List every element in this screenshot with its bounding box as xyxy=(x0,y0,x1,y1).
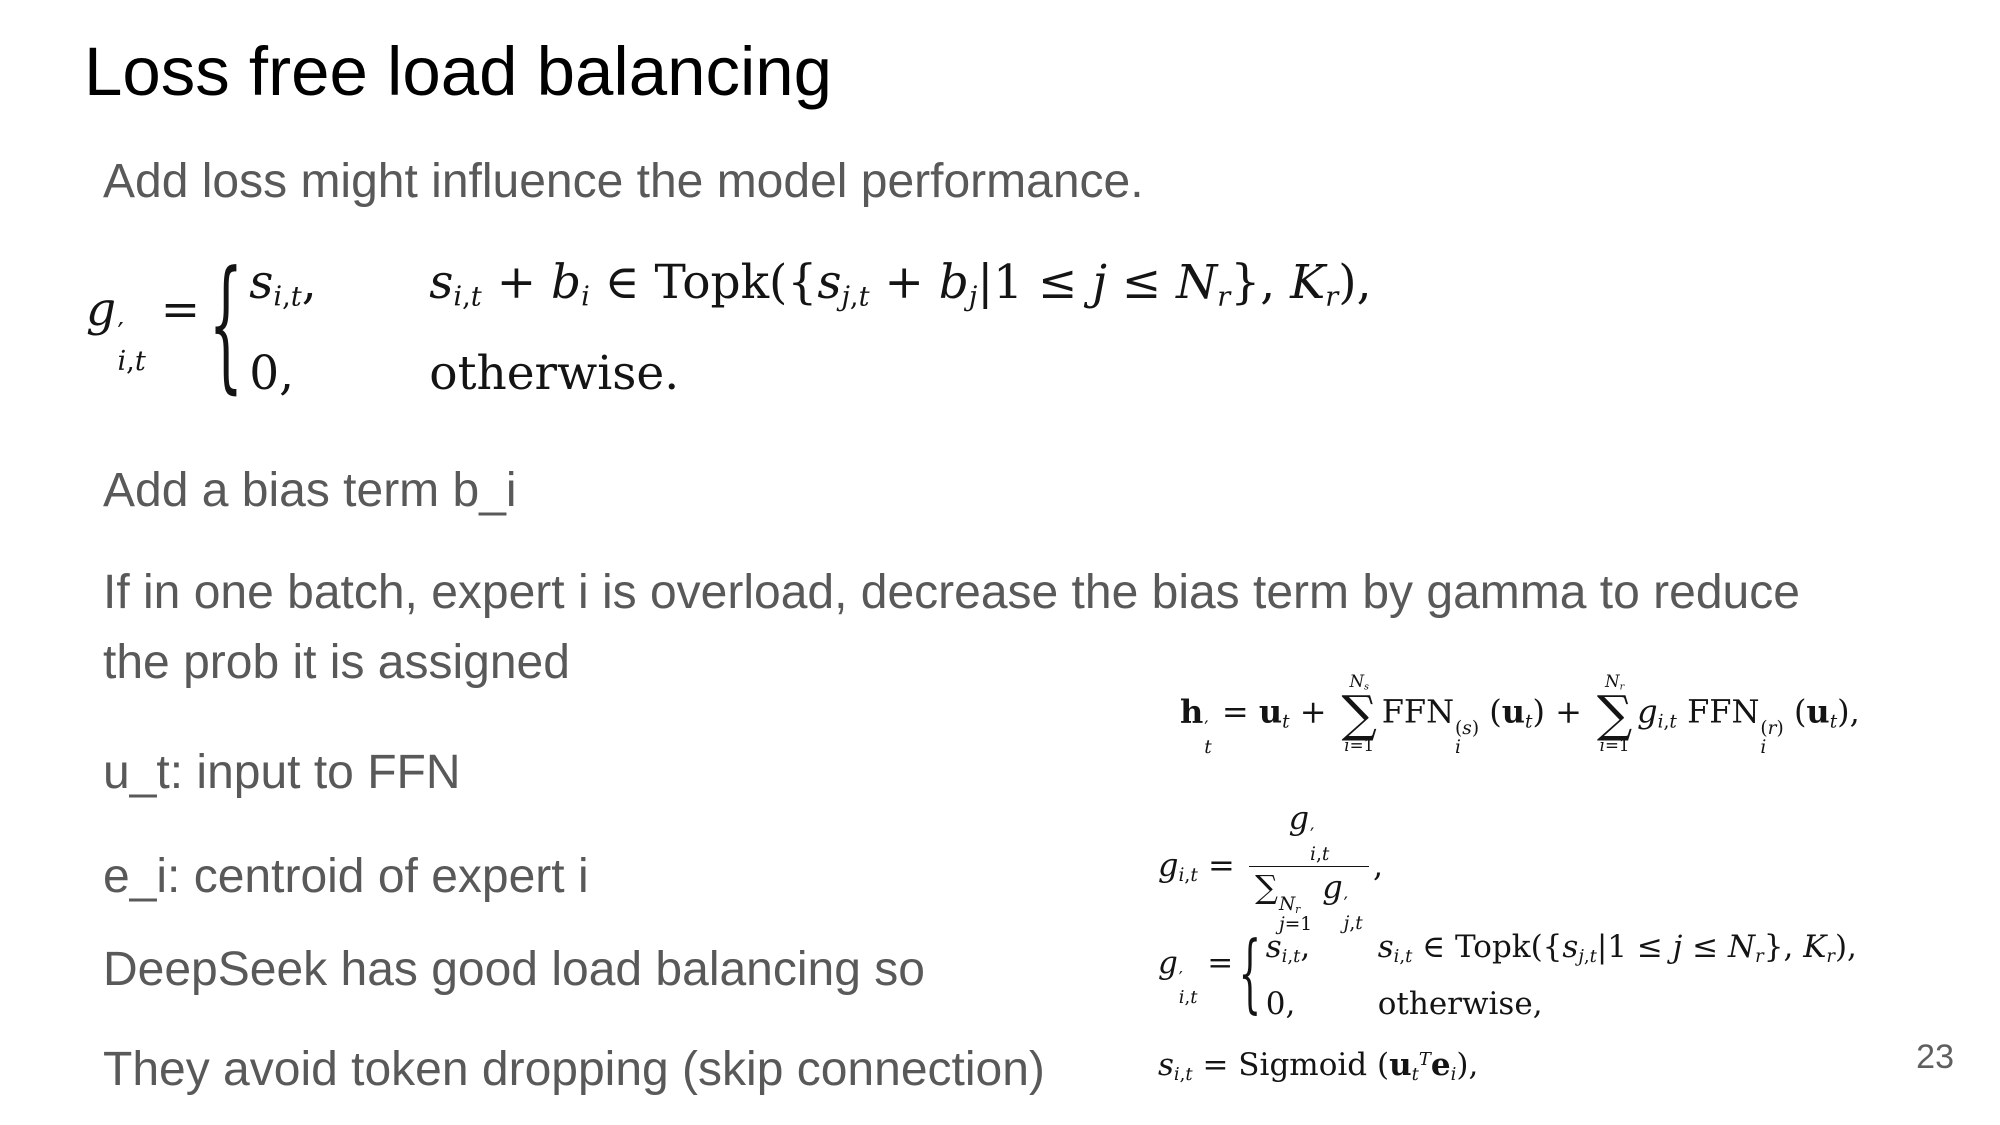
bullet-add-loss: Add loss might influence the model perfo… xyxy=(103,155,1144,208)
bullet-ut-input: u_t: input to FFN xyxy=(103,746,461,799)
bullet-overload-line1: If in one batch, expert i is overload, d… xyxy=(103,566,1800,619)
equation-lhs: g′i,t = xyxy=(1158,944,1234,1008)
case-value: 0, xyxy=(249,345,295,401)
case-condition: otherwise. xyxy=(429,345,680,401)
cases-brace: { xyxy=(208,242,244,410)
bullet-token-dropping: They avoid token dropping (skip connecti… xyxy=(103,1043,1045,1096)
bullet-bias-term: Add a bias term b_i xyxy=(103,464,517,517)
case-value: 0, xyxy=(1265,985,1296,1022)
cases-row: si,t, si,t ∈ Topk({sj,t|1 ≤ j ≤ Nr}, Kr)… xyxy=(1266,928,1857,969)
bullet-ei-centroid: e_i: centroid of expert i xyxy=(103,850,589,903)
cases-row: 0, otherwise. xyxy=(249,345,1371,404)
case-value: si,t, xyxy=(1265,929,1311,968)
cases-rows: si,t, si,t ∈ Topk({sj,t|1 ≤ j ≤ Nr}, Kr)… xyxy=(1266,928,1857,1023)
equation-sigmoid-score: si,t = Sigmoid (utTei), xyxy=(1158,1047,1479,1086)
equation-gating-cases-small: g′i,t = { si,t, si,t ∈ Topk({sj,t|1 ≤ j … xyxy=(1158,925,1857,1024)
equation-gating-cases-main: g′i,t = { si,t, si,t + bi ∈ Topk({sj,t +… xyxy=(86,242,1372,410)
cases-brace: { xyxy=(1238,925,1262,1025)
cases-rows: si,t, si,t + bi ∈ Topk({sj,t + bj|1 ≤ j … xyxy=(249,254,1371,403)
case-condition: si,t ∈ Topk({sj,t|1 ≤ j ≤ Nr}, Kr), xyxy=(1377,929,1857,968)
case-condition: otherwise, xyxy=(1377,985,1543,1022)
case-condition: si,t + bi ∈ Topk({sj,t + bj|1 ≤ j ≤ Nr},… xyxy=(429,255,1372,313)
cases-row: 0, otherwise, xyxy=(1266,985,1857,1024)
page-number: 23 xyxy=(1916,1038,1954,1076)
bullet-overload-line2: the prob it is assigned xyxy=(103,636,570,689)
slide-title: Loss free load balancing xyxy=(84,33,833,110)
case-value: si,t, xyxy=(249,255,317,313)
cases-row: si,t, si,t + bi ∈ Topk({sj,t + bj|1 ≤ j … xyxy=(249,254,1371,315)
equation-lhs: g′i,t = xyxy=(86,281,201,378)
bullet-deepseek-balancing: DeepSeek has good load balancing so xyxy=(103,943,925,996)
